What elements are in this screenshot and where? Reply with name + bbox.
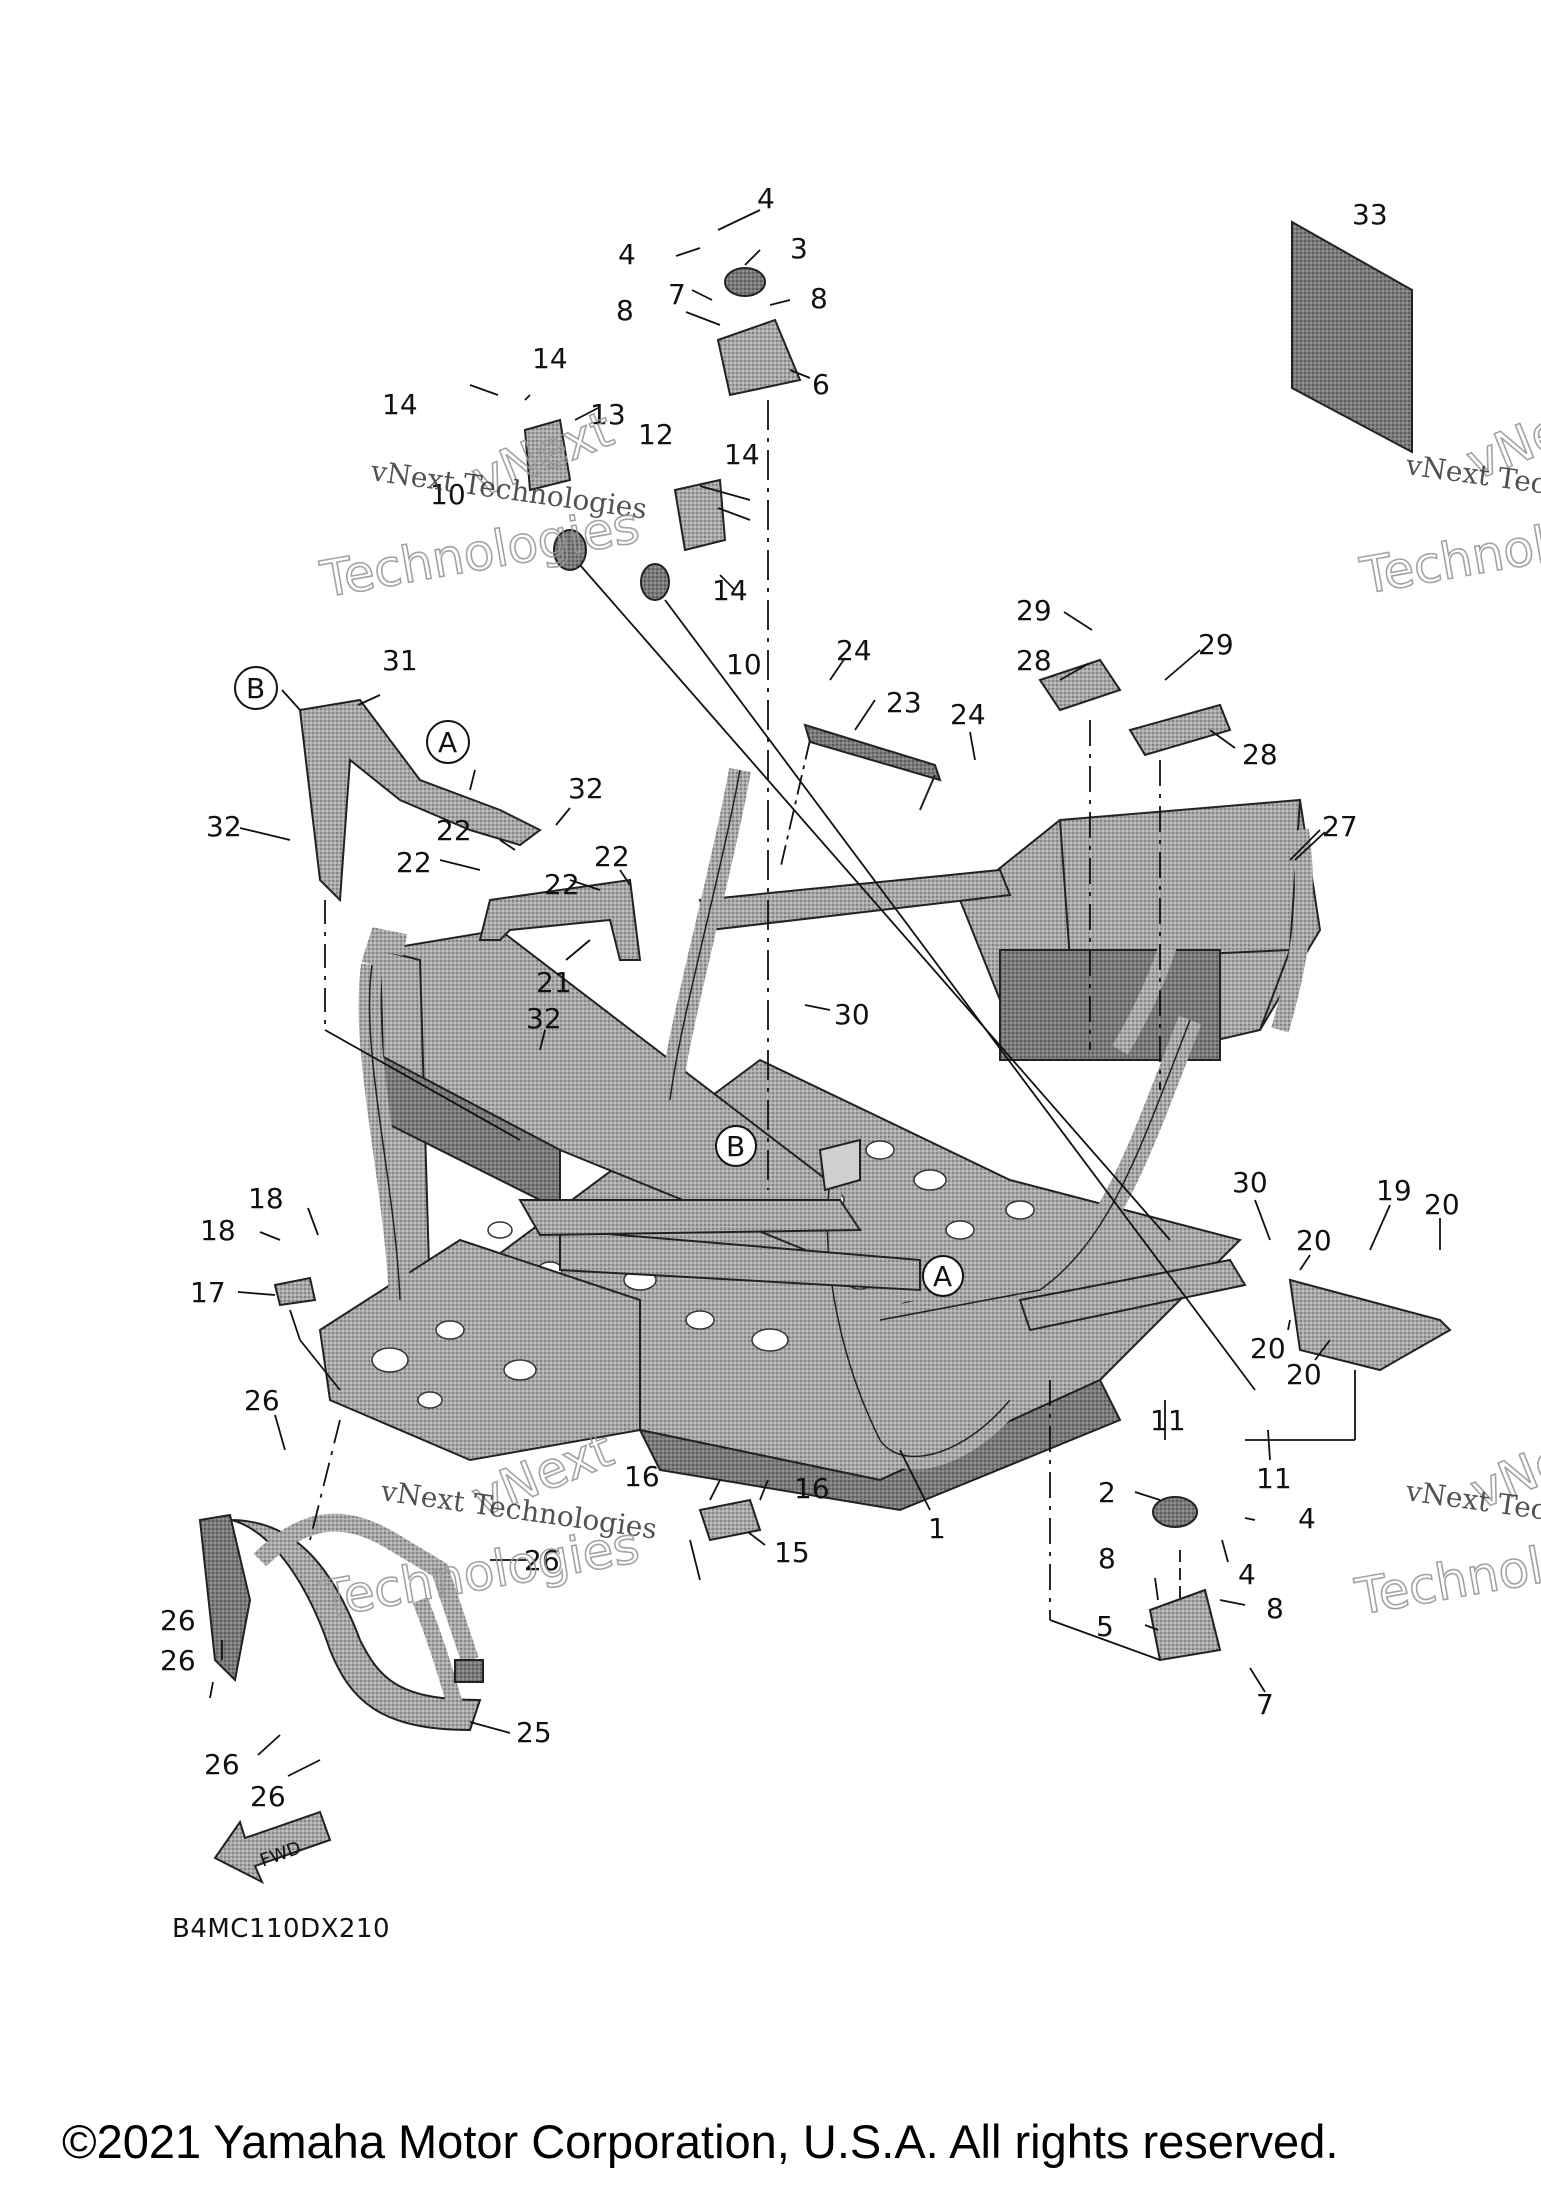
callout-26: 26 [244,1384,280,1417]
part-31-bracket [298,698,542,903]
callout-30: 30 [1232,1166,1268,1199]
callout-18: 18 [248,1182,284,1215]
callout-28: 28 [1242,738,1278,771]
callout-16: 16 [624,1460,660,1493]
part-2-mount-rubber [1152,1496,1198,1528]
callout-26: 26 [524,1544,560,1577]
callout-20: 20 [1250,1332,1286,1365]
callout-11: 11 [1150,1404,1186,1437]
callout-23: 23 [886,686,922,719]
part-25-front-bumper [198,1513,484,1732]
part-28-bracket-upper [1038,658,1122,712]
callout-2: 2 [1098,1476,1116,1509]
part-28-bracket-lower [1128,703,1232,757]
callout-3: 3 [790,232,808,265]
callout-18: 18 [200,1214,236,1247]
part-17-bracket [273,1276,317,1307]
part-6-mount [716,318,802,397]
callout-14: 14 [724,438,760,471]
callout-20: 20 [1296,1224,1332,1257]
callout-24: 24 [836,634,872,667]
marker-b-frame: B [726,1130,745,1163]
callout-7: 7 [668,278,686,311]
callout-8: 8 [810,282,828,315]
callout-1: 1 [928,1512,946,1545]
callout-29: 29 [1198,628,1234,661]
callout-32: 32 [206,810,242,843]
callout-32: 32 [526,1002,562,1035]
callout-11: 11 [1256,1462,1292,1495]
watermark-word: Technologies [1351,1513,1541,1626]
part-5-mount [1148,1588,1222,1662]
callout-8: 8 [1098,1542,1116,1575]
callout-10: 10 [726,648,762,681]
callout-17: 17 [190,1276,226,1309]
callout-20: 20 [1424,1188,1460,1221]
callout-25: 25 [516,1716,552,1749]
callout-31: 31 [382,644,418,677]
callout-8: 8 [616,294,634,327]
part-33-mesh-screen [1291,220,1413,454]
callout-29: 29 [1016,594,1052,627]
callout-5: 5 [1096,1610,1114,1643]
callout-26: 26 [204,1748,240,1781]
callout-26: 26 [250,1780,286,1813]
part-13-bracket [523,418,572,492]
reference-markers: B A B A [234,666,964,1297]
copyright-notice: ©2021 Yamaha Motor Corporation, U.S.A. A… [62,2115,1339,2168]
callout-14: 14 [712,574,748,607]
callout-32: 32 [568,772,604,805]
callout-15: 15 [774,1536,810,1569]
part-19-bracket [1288,1278,1452,1372]
main-frame [318,768,1322,1512]
fwd-arrow: FWD [213,1810,332,1885]
callout-24: 24 [950,698,986,731]
callout-7: 7 [1256,1688,1274,1721]
leader-lines [209,209,1441,1777]
callout-6: 6 [812,368,830,401]
callout-22: 22 [544,868,580,901]
part-12-bracket [673,478,727,552]
callout-26: 26 [160,1644,196,1677]
callout-4: 4 [1298,1502,1316,1535]
part-23-bar [803,723,942,782]
marker-a: A [438,726,457,759]
callout-10: 10 [430,478,466,511]
callout-22: 22 [594,840,630,873]
watermark-word: Technologies [1356,493,1541,606]
diagram-code: B4MC110DX210 [172,1914,391,1944]
callout-labels: 4 4 3 7 8 8 6 33 14 14 13 10 12 14 14 10… [160,182,1460,1813]
callout-16: 16 [794,1472,830,1505]
callout-13: 13 [590,398,626,431]
part-21-bracket [478,878,642,961]
part-3-mount-rubber [724,267,766,297]
callout-4: 4 [757,182,775,215]
callout-8: 8 [1266,1592,1284,1625]
callout-19: 19 [1376,1174,1412,1207]
marker-a-frame: A [933,1260,952,1293]
callout-28: 28 [1016,644,1052,677]
floor-pan-lower [638,1378,1122,1512]
callout-21: 21 [536,966,572,999]
callout-30: 30 [834,998,870,1031]
callout-4: 4 [618,238,636,271]
callout-27: 27 [1322,810,1358,843]
callout-14: 14 [532,342,568,375]
callout-22: 22 [436,814,472,847]
callout-12: 12 [638,418,674,451]
part-15-bracket [698,1498,762,1542]
callout-4: 4 [1238,1558,1256,1591]
callout-22: 22 [396,846,432,879]
callout-14: 14 [382,388,418,421]
callout-33: 33 [1352,198,1388,231]
callout-20: 20 [1286,1358,1322,1391]
marker-b: B [246,672,265,705]
callout-26: 26 [160,1604,196,1637]
watermark-word: Technologies [316,496,643,609]
